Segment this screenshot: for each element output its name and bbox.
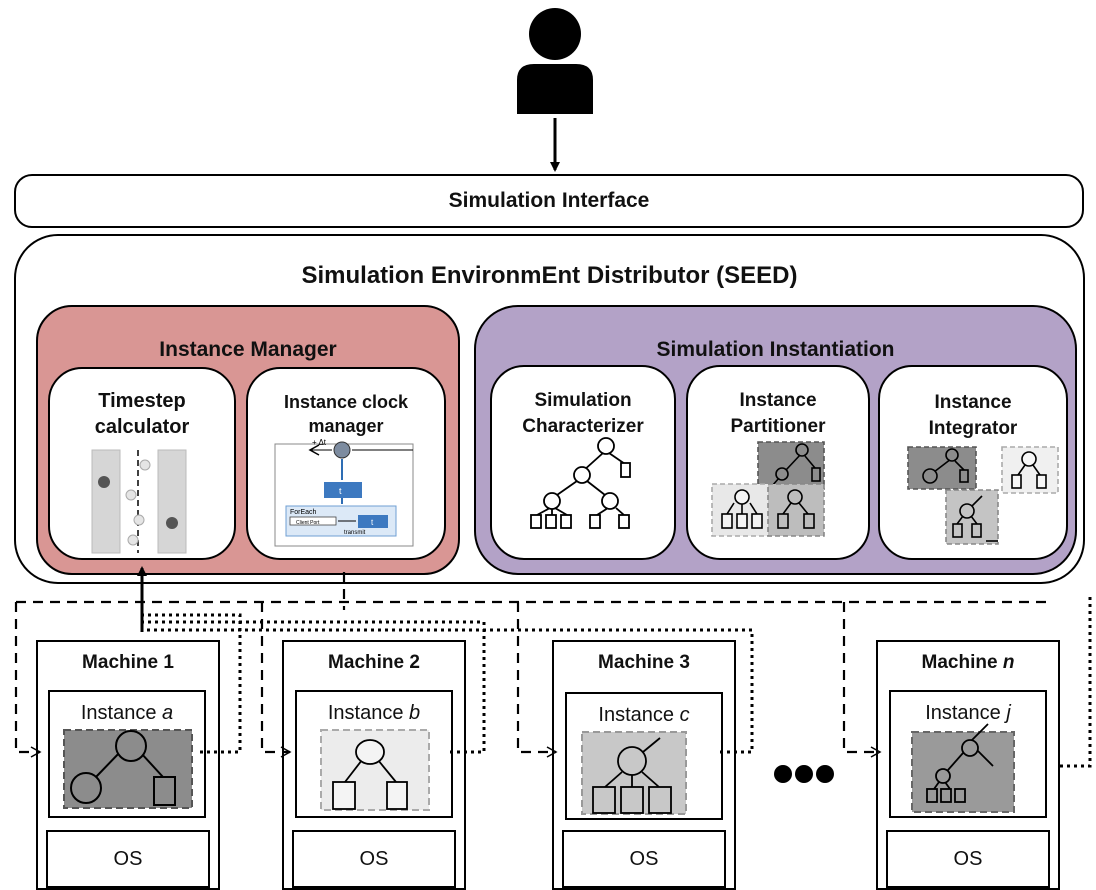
instance-integrator-label: Instance Integrator: [928, 392, 1018, 439]
seed-title: Simulation EnvironmEnt Distributor (SEED…: [301, 262, 798, 289]
instance-manager-title: Instance Manager: [159, 338, 337, 361]
simulation-characterizer-label: Simulation Characterizer: [522, 390, 644, 437]
instance-a-label: Instance a: [80, 702, 174, 724]
os-box-n[interactable]: OS: [886, 830, 1050, 888]
machine-1-label: Machine 1: [82, 652, 174, 673]
instance-b-label: Instance b: [327, 702, 421, 724]
user-icon: [517, 8, 593, 114]
simulation-interface-label: Simulation Interface: [448, 189, 650, 212]
machine-3-label: Machine 3: [598, 652, 690, 673]
os-box-3[interactable]: OS: [562, 830, 726, 888]
ellipsis-icon: [774, 765, 834, 783]
os-box-2[interactable]: OS: [292, 830, 456, 888]
machine-2-label: Machine 2: [328, 652, 420, 673]
instance-clock-manager-label: Instance clock manager: [283, 392, 409, 436]
machine-n-label: Machine n: [921, 652, 1015, 673]
instance-j-label: Instance j: [925, 702, 1011, 724]
simulation-instantiation-title: Simulation Instantiation: [656, 338, 895, 361]
timestep-calculator-label: Timestep calculator: [94, 390, 190, 438]
simulation-interface-bar[interactable]: Simulation Interface: [14, 174, 1084, 228]
instance-partitioner-label: Instance Partitioner: [730, 390, 826, 437]
instance-c-label: Instance c: [598, 704, 690, 726]
os-box-1[interactable]: OS: [46, 830, 210, 888]
